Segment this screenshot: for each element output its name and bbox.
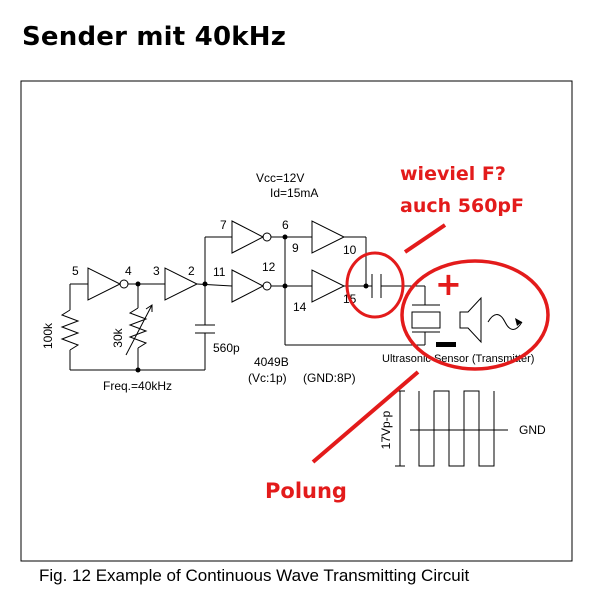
sensor-label: Ultrasonic Sensor (Transmitter) [382,353,534,365]
annotation-question-line2: auch 560pF [400,195,524,217]
pin-11: 11 [213,265,226,279]
pin-3: 3 [153,264,160,278]
ic-vc-label: (Vc:1p) [248,371,287,385]
resistor-100k-label: 100k [41,322,55,349]
supply-voltage-label: Vcc=12V [256,171,304,185]
minus-sign [436,342,456,347]
diagram-frame [20,80,573,562]
pin-10: 10 [343,243,357,257]
ground-label: GND [519,423,546,437]
annotation-plus: + [435,265,462,303]
capacitor-highlight [345,251,405,319]
pin-14: 14 [293,300,307,314]
inverter-6 [311,269,346,303]
pin-5: 5 [72,264,79,278]
supply-current-label: Id=15mA [270,186,318,200]
figure-caption: Fig. 12 Example of Continuous Wave Trans… [39,566,470,585]
frequency-label: Freq.=40kHz [103,379,172,393]
ic-gnd-label: (GND:8P) [303,371,356,385]
amplitude-label: 17Vp-p [379,410,393,449]
page-title: Sender mit 40kHz [22,22,287,52]
resistor-30k-label: 30k [111,327,125,347]
capacitor-label: 560p [213,341,240,355]
inverter-3 [231,220,265,254]
sensor-highlight [400,259,550,371]
inverter-4 [311,220,346,254]
resistor-100k [60,309,80,351]
pin-4: 4 [125,264,132,278]
circuit-wiring [60,220,523,467]
inverter-1 [87,267,122,301]
annotation-polarity: Polung [265,479,347,503]
annotation-marks [311,223,550,464]
pin-labels: 5 4 3 2 7 6 9 10 11 12 14 15 [72,218,357,314]
ic-name-label: 4049B [254,355,289,369]
pin-2: 2 [188,264,195,278]
pin-6: 6 [282,218,289,232]
speaker-icon [459,296,482,344]
resistor-30k [128,307,148,349]
square-wave [418,390,495,467]
inverter-5 [231,269,265,303]
pin-9: 9 [292,241,299,255]
pin-12: 12 [262,260,276,274]
transducer-crystal [411,311,441,329]
annotation-question-line1: wieviel F? [400,163,506,185]
pin-7: 7 [220,218,227,232]
